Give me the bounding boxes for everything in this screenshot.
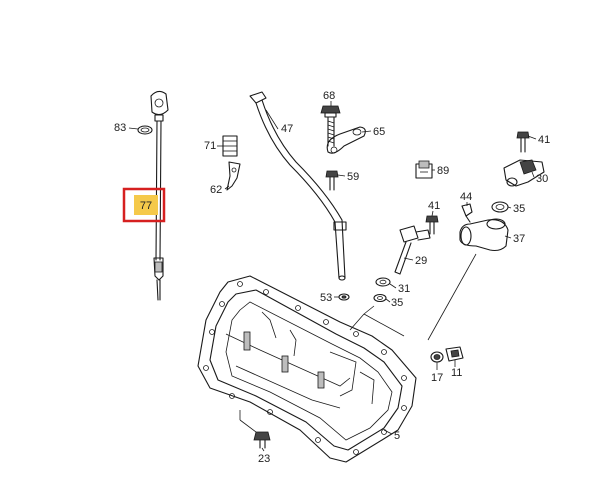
callout-53: 53 xyxy=(320,292,332,304)
dipstick-part[interactable] xyxy=(150,90,169,301)
callout-89: 89 xyxy=(437,165,449,177)
callout-23: 23 xyxy=(258,453,270,465)
bracket-65[interactable] xyxy=(326,126,366,154)
callout-5: 5 xyxy=(394,430,400,442)
callout-44: 44 xyxy=(460,191,472,203)
callout-77-highlight-fill xyxy=(134,195,158,215)
callout-11: 11 xyxy=(451,367,462,379)
callout-62: 62 xyxy=(210,184,222,196)
callout-labels: 83 71 62 47 68 65 59 89 41 30 44 35 37 4… xyxy=(114,90,550,465)
callout-77: 77 xyxy=(140,200,152,212)
bolt-41-upper[interactable] xyxy=(516,131,530,153)
callout-30: 30 xyxy=(536,173,548,185)
callout-35-upper: 35 xyxy=(513,203,525,215)
washer-31[interactable] xyxy=(375,277,391,287)
callout-83: 83 xyxy=(114,122,126,134)
bolt-68[interactable] xyxy=(320,105,341,147)
sensor-30[interactable] xyxy=(503,159,545,187)
callout-41-upper: 41 xyxy=(538,134,550,146)
screw-59[interactable] xyxy=(325,170,339,191)
callout-47: 47 xyxy=(281,123,293,135)
callout-37: 37 xyxy=(513,233,525,245)
oil-pan-5[interactable] xyxy=(197,275,417,463)
screw-23[interactable] xyxy=(253,431,271,449)
dipstick-guide-tube-47[interactable] xyxy=(249,91,347,281)
callout-59: 59 xyxy=(347,171,359,183)
callout-68: 68 xyxy=(323,90,335,102)
callout-17: 17 xyxy=(431,372,443,384)
callout-77-highlight[interactable]: 77 xyxy=(122,187,166,223)
pin-44[interactable] xyxy=(461,203,473,223)
cap-89[interactable] xyxy=(415,160,433,179)
bolt-41-lower[interactable] xyxy=(425,215,439,235)
clip-part-62[interactable] xyxy=(226,161,241,191)
seal-35-lower[interactable] xyxy=(373,293,387,303)
callout-29: 29 xyxy=(415,255,427,267)
pan-bolt-holes xyxy=(203,281,407,455)
callout-65: 65 xyxy=(373,126,385,138)
drain-plug-11[interactable] xyxy=(445,346,464,362)
o-ring-83[interactable] xyxy=(137,125,153,135)
leader-lines xyxy=(128,101,537,452)
connector-elbow-37[interactable] xyxy=(459,218,509,252)
spring-part-71[interactable] xyxy=(222,135,238,157)
callout-31: 31 xyxy=(398,283,410,295)
callout-35-lower: 35 xyxy=(391,297,403,309)
seal-ring-17[interactable] xyxy=(430,351,444,363)
callout-41-lower: 41 xyxy=(428,200,440,212)
callout-71: 71 xyxy=(204,140,216,152)
washer-53[interactable] xyxy=(338,293,350,301)
pan-ribs xyxy=(243,331,325,389)
callout-77-highlight-box xyxy=(122,187,166,223)
seal-35-upper[interactable] xyxy=(491,201,509,213)
